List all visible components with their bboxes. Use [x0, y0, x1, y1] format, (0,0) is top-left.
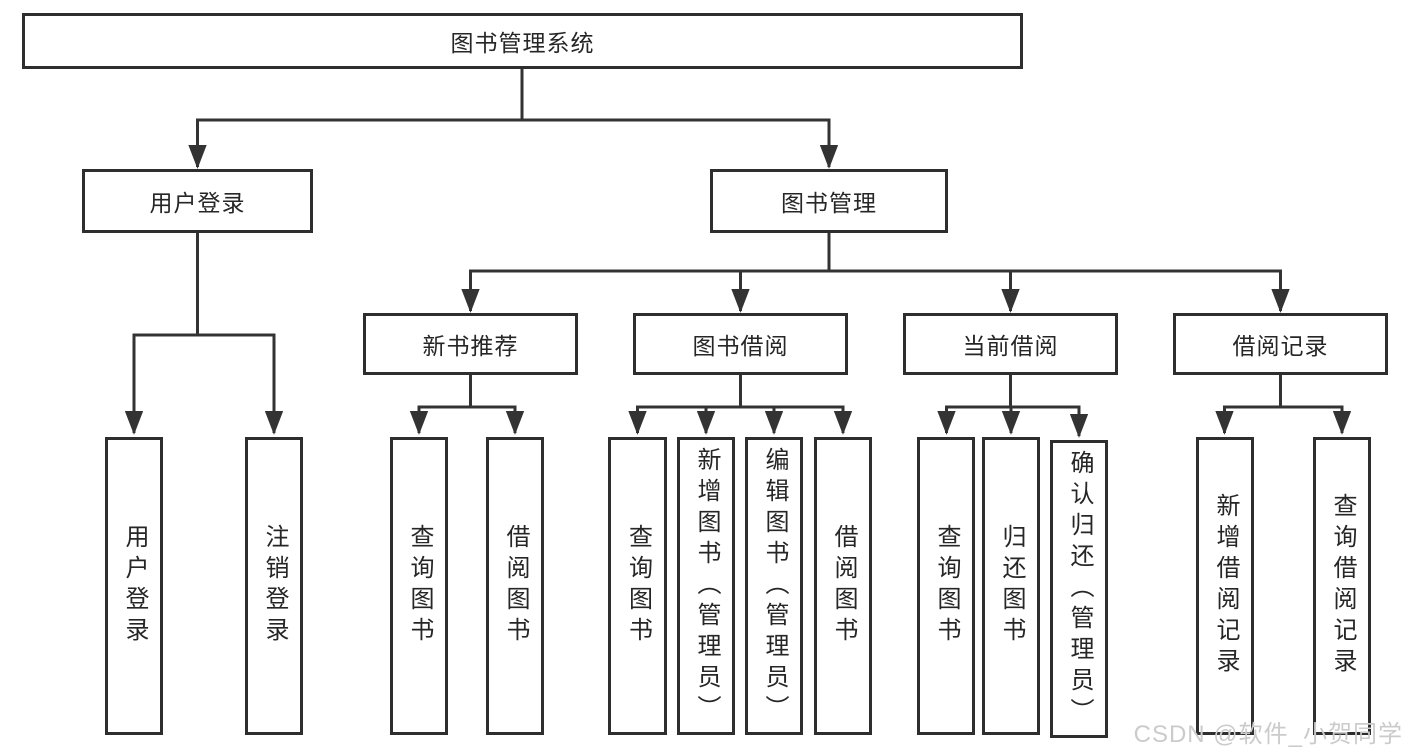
- leaf-query-books-3-label: 查询图书: [933, 524, 960, 648]
- leaf-add-borrow-record: 新增借阅记录: [1196, 437, 1254, 735]
- node-book-management: 图书管理: [710, 169, 948, 233]
- node-borrow-records-label: 借阅记录: [1232, 333, 1329, 359]
- leaf-add-book-admin: 新增图书（管理员）: [677, 437, 735, 735]
- node-library-system-label: 图书管理系统: [450, 30, 595, 56]
- node-user-login-label: 用户登录: [149, 190, 246, 216]
- leaf-confirm-return-admin: 确认归还（管理员）: [1050, 440, 1108, 738]
- leaf-user-login: 用户登录: [105, 437, 163, 735]
- leaf-query-borrow-record-label: 查询借阅记录: [1329, 493, 1356, 679]
- leaf-add-book-admin-label: 新增图书（管理员）: [693, 446, 720, 726]
- leaf-user-login-label: 用户登录: [121, 524, 148, 648]
- node-library-system: 图书管理系统: [22, 13, 1023, 69]
- leaf-confirm-return-admin-label: 确认归还（管理员）: [1066, 449, 1093, 729]
- leaf-return-book: 归还图书: [982, 437, 1040, 735]
- leaf-return-book-label: 归还图书: [998, 524, 1025, 648]
- leaf-query-books-1: 查询图书: [390, 437, 448, 735]
- leaf-query-books-3: 查询图书: [917, 437, 975, 735]
- leaf-add-borrow-record-label: 新增借阅记录: [1212, 493, 1239, 679]
- watermark: CSDN @软件_小贺同学: [1133, 721, 1403, 747]
- leaf-query-books-2-label: 查询图书: [624, 524, 652, 648]
- node-book-borrow-label: 图书借阅: [692, 333, 789, 359]
- node-current-borrow: 当前借阅: [903, 313, 1118, 375]
- leaf-borrow-books-2: 借阅图书: [814, 437, 872, 735]
- node-new-book-recommend: 新书推荐: [363, 313, 578, 375]
- node-current-borrow-label: 当前借阅: [962, 333, 1059, 359]
- node-book-borrow: 图书借阅: [633, 313, 848, 375]
- leaf-edit-book-admin-label: 编辑图书（管理员）: [761, 446, 788, 726]
- node-new-book-recommend-label: 新书推荐: [422, 333, 519, 359]
- leaf-query-books-1-label: 查询图书: [406, 524, 433, 648]
- leaf-borrow-books-1: 借阅图书: [486, 437, 544, 735]
- leaf-borrow-books-2-label: 借阅图书: [830, 524, 857, 648]
- node-book-management-label: 图书管理: [781, 190, 877, 216]
- leaf-logout: 注销登录: [245, 437, 303, 735]
- leaf-logout-label: 注销登录: [261, 524, 288, 648]
- node-borrow-records: 借阅记录: [1173, 313, 1388, 375]
- leaf-query-borrow-record: 查询借阅记录: [1313, 437, 1371, 735]
- leaf-edit-book-admin: 编辑图书（管理员）: [745, 437, 803, 735]
- leaf-query-books-2: 查询图书: [608, 437, 667, 735]
- node-user-login: 用户登录: [82, 169, 313, 233]
- leaf-borrow-books-1-label: 借阅图书: [502, 524, 529, 648]
